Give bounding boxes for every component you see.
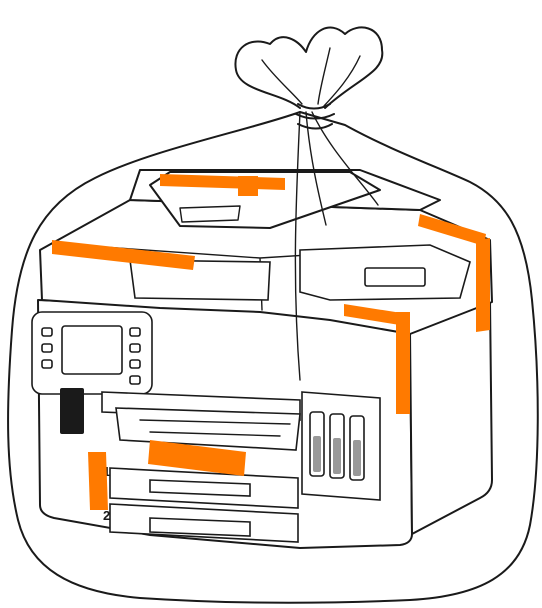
ink-tank-1-level (313, 436, 321, 472)
front-dark-window (60, 388, 84, 434)
scanner-lid-front (130, 260, 270, 300)
panel-button-r3 (130, 360, 140, 368)
lcd-screen (62, 326, 122, 374)
output-tray-slot (365, 268, 425, 286)
panel-button-l2 (42, 344, 52, 352)
panel-button-r4 (130, 376, 140, 384)
tape-right-front-vertical (396, 312, 410, 414)
tape-front-left (88, 452, 108, 510)
panel-button-l1 (42, 328, 52, 336)
tape-right-vertical (476, 238, 490, 332)
bag-knot (235, 27, 382, 108)
cassette-2-label: 2 (103, 508, 110, 523)
cassette-2-handle (150, 518, 250, 536)
ink-tank-2-level (333, 438, 341, 474)
ink-tank-3-level (353, 440, 361, 476)
printer-side (410, 300, 492, 534)
panel-button-l3 (42, 360, 52, 368)
tape-top-left-b (238, 176, 258, 196)
panel-button-r2 (130, 344, 140, 352)
panel-button-r1 (130, 328, 140, 336)
